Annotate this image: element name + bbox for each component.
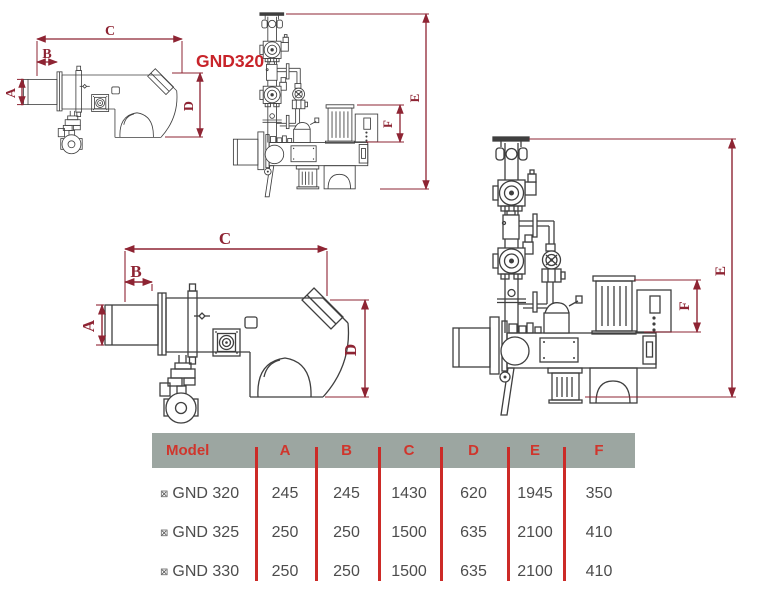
missing-glyph-box: ⊠ <box>160 528 169 539</box>
table-header-f: F <box>594 442 604 459</box>
table-cell: 1500 <box>391 524 427 541</box>
table-cell: 350 <box>585 485 613 502</box>
table-row: ⊠GND 330 250 250 1500 635 2100 410 <box>152 559 635 585</box>
dimension-annotations <box>286 13 430 190</box>
dim-label-c: C <box>105 24 115 39</box>
table-header-c: C <box>403 442 415 459</box>
table-cell: 635 <box>460 524 487 541</box>
model-name: GND 330 <box>172 563 240 580</box>
table-header-model: Model <box>166 442 210 459</box>
column-divider <box>378 447 381 581</box>
table-cell: 1430 <box>391 485 427 502</box>
dimension-annotations <box>17 35 204 138</box>
burner-front-view-small-drawing: E F <box>232 12 430 198</box>
burner-line-art <box>104 283 350 424</box>
dim-label-d: D <box>182 101 197 111</box>
column-divider <box>255 447 258 581</box>
burner-line-art <box>232 12 379 198</box>
table-cell: 635 <box>460 563 487 580</box>
model-cell: ⊠GND 330 <box>152 563 255 581</box>
dim-label-a: A <box>4 87 19 98</box>
spec-table: Model A B C D E F ⊠GND 320 245 245 1430 … <box>152 433 635 593</box>
dimension-annotations <box>96 245 369 399</box>
dim-label-d: D <box>341 344 360 356</box>
burner-line-art <box>23 65 178 155</box>
dim-label-c: C <box>219 229 231 248</box>
table-cell: 250 <box>271 563 299 580</box>
table-cell: 620 <box>460 485 487 502</box>
model-name: GND 320 <box>172 485 240 502</box>
model-title-label: GND320 <box>196 51 264 71</box>
table-cell: 245 <box>271 485 299 502</box>
table-row: ⊠GND 325 250 250 1500 635 2100 410 <box>152 520 635 546</box>
table-header-e: E <box>529 442 540 459</box>
dimension-annotations <box>529 137 736 399</box>
column-divider <box>440 447 443 581</box>
dim-label-f: F <box>380 120 395 128</box>
table-cell: 245 <box>333 485 360 502</box>
dim-label-b: B <box>42 47 51 62</box>
table-cell: 410 <box>585 563 613 580</box>
burner-front-view-large-drawing: E F <box>452 136 736 416</box>
table-cell: 1945 <box>517 485 553 502</box>
table-cell: 1500 <box>391 563 427 580</box>
table-cell: 410 <box>585 524 613 541</box>
model-cell: ⊠GND 320 <box>152 485 255 503</box>
table-header-d: D <box>468 442 479 459</box>
dim-label-f: F <box>677 301 693 310</box>
model-cell: ⊠GND 325 <box>152 524 255 542</box>
burner-side-view-small-drawing: C B A D GND320 <box>4 24 264 155</box>
dim-label-e: E <box>407 94 422 103</box>
table-header-row: Model A B C D E F <box>152 433 635 468</box>
model-name: GND 325 <box>172 524 240 541</box>
column-divider <box>315 447 318 581</box>
table-row: ⊠GND 320 245 245 1430 620 1945 350 <box>152 481 635 507</box>
table-cell: 2100 <box>517 524 553 541</box>
missing-glyph-box: ⊠ <box>160 489 169 500</box>
table-header-b: B <box>341 442 352 459</box>
column-divider <box>507 447 510 581</box>
column-divider <box>563 447 566 581</box>
dim-label-e: E <box>713 266 729 276</box>
dim-label-b: B <box>130 262 141 281</box>
table-cell: 250 <box>333 563 360 580</box>
table-header-a: A <box>279 442 291 459</box>
burner-side-view-large-drawing: C B A D <box>79 229 369 424</box>
table-cell: 2100 <box>517 563 553 580</box>
burner-line-art <box>452 136 672 416</box>
dim-label-a: A <box>79 319 98 332</box>
table-cell: 250 <box>271 524 299 541</box>
table-cell: 250 <box>333 524 360 541</box>
missing-glyph-box: ⊠ <box>160 567 169 578</box>
